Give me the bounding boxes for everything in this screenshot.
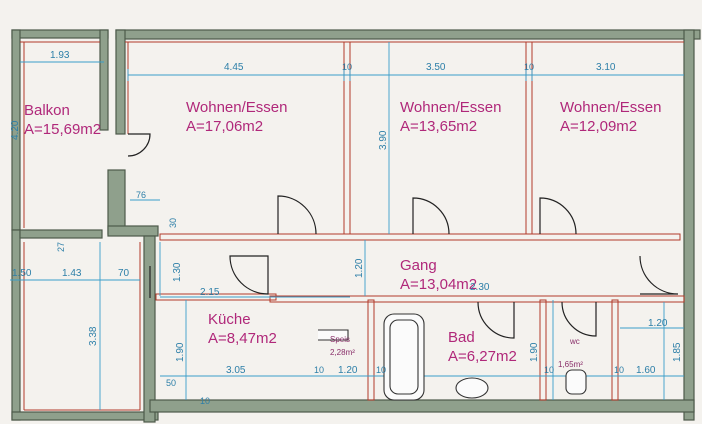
dim-label: 1.20 [648, 318, 668, 329]
room-area-kueche: A=8,47m2 [208, 330, 277, 347]
dim-label: 70 [118, 268, 130, 279]
balkon-lower-wall-bottom [11, 411, 159, 421]
dim-label: 3.90 [378, 130, 389, 150]
corridor-bottom-wall [269, 295, 685, 303]
dim-label: 10 [200, 396, 210, 406]
bath-left-wall [367, 299, 375, 401]
door-swing-wohnen1 [277, 195, 317, 235]
main-wall-left-mid [107, 169, 126, 235]
dim-label: 3.10 [596, 62, 616, 73]
room-labels: Balkon A=15,69m2 Wohnen/Essen A=17,06m2 … [24, 99, 661, 369]
doors [127, 133, 679, 339]
room-name-wohnen3: Wohnen/Essen [560, 99, 661, 116]
dim-label: 10 [524, 62, 534, 72]
dim-label: 4.20 [10, 120, 21, 140]
dim-label: 4.45 [224, 62, 244, 73]
dim-label: 10 [544, 365, 554, 375]
outer-walls [11, 29, 701, 423]
balkon-step-wall [19, 229, 103, 239]
partition-wall-2 [525, 41, 533, 235]
dim-label: 1.90 [529, 342, 540, 362]
main-wall-left-step [107, 225, 159, 237]
room-area-wohnen3: A=12,09m2 [560, 118, 637, 135]
door-swing-right [639, 255, 679, 295]
dim-label: 3.38 [88, 326, 99, 346]
inner-walls [20, 41, 685, 411]
room-area-wohnen2: A=13,65m2 [400, 118, 477, 135]
speis-shelf [318, 329, 349, 341]
door-swing-wohnen3 [539, 197, 577, 235]
room-name-bad: Bad [448, 329, 475, 346]
dim-label: 10 [342, 62, 352, 72]
room-name-wohnen2: Wohnen/Essen [400, 99, 501, 116]
dim-label: 1.20 [354, 258, 365, 278]
dim-label: 1.43 [62, 268, 82, 279]
room-area-wohnen1: A=17,06m2 [186, 118, 263, 135]
main-wall-left-lower [143, 235, 156, 423]
dim-label: 1.60 [636, 365, 656, 376]
balkon-lower-wall-left [11, 229, 21, 421]
dim-label: 27 [56, 242, 66, 252]
balkon-wall-right-upper [99, 29, 109, 131]
fixture-area-speis: 2,28m² [330, 348, 355, 357]
wc-right-wall [611, 299, 619, 401]
door-swing-wc [561, 301, 597, 337]
door-swing-wohnen2 [412, 197, 450, 235]
partition-wall-1 [343, 41, 351, 235]
fixture-area-wc: 1,65m² [558, 360, 583, 369]
main-wall-bottom [149, 399, 695, 413]
dimension-labels: 1.93 4.20 4.45 10 3.50 10 3.10 3.90 76 3… [10, 50, 683, 406]
room-name-gang: Gang [400, 257, 437, 274]
bathtub-inner [389, 319, 419, 395]
dim-label: 1.85 [672, 342, 683, 362]
toilet [565, 369, 587, 395]
room-area-bad: A=6,27m2 [448, 348, 517, 365]
dim-label: 3.05 [226, 365, 246, 376]
corridor-top-wall [159, 233, 681, 241]
main-wall-left-upper [115, 29, 126, 135]
dim-label: 1.30 [172, 262, 183, 282]
dim-label: 30 [168, 218, 178, 228]
door-swing-balkon [127, 133, 151, 157]
fixture-label-wc: wc [569, 337, 580, 346]
dim-label: 2.15 [200, 287, 220, 298]
room-name-balkon: Balkon [24, 102, 70, 119]
fixtures [318, 313, 587, 401]
room-name-kueche: Küche [208, 311, 251, 328]
washbasin [455, 377, 489, 399]
main-wall-right [683, 29, 695, 421]
door-swing-kueche [229, 255, 269, 295]
dim-label: 1.50 [12, 268, 32, 279]
dim-label: 10 [314, 365, 324, 375]
dim-label: 3.50 [426, 62, 446, 73]
dim-label: 10 [614, 365, 624, 375]
room-area-gang: A=13,04m2 [400, 276, 477, 293]
bath-right-wall [539, 299, 547, 401]
room-name-wohnen1: Wohnen/Essen [186, 99, 287, 116]
balkon-wall-top [11, 29, 109, 39]
door-swing-bad [477, 301, 515, 339]
room-area-balkon: A=15,69m2 [24, 121, 101, 138]
dim-label: 1.90 [175, 342, 186, 362]
dim-label: 50 [166, 378, 176, 388]
dim-label: 10 [376, 365, 386, 375]
dim-label: 76 [136, 190, 146, 200]
main-wall-top [115, 29, 701, 40]
dim-label: 1.20 [338, 365, 358, 376]
dim-label: 2.30 [470, 282, 490, 293]
dim-label: 1.93 [50, 50, 70, 61]
fixture-label-speis: Speis [330, 335, 350, 344]
